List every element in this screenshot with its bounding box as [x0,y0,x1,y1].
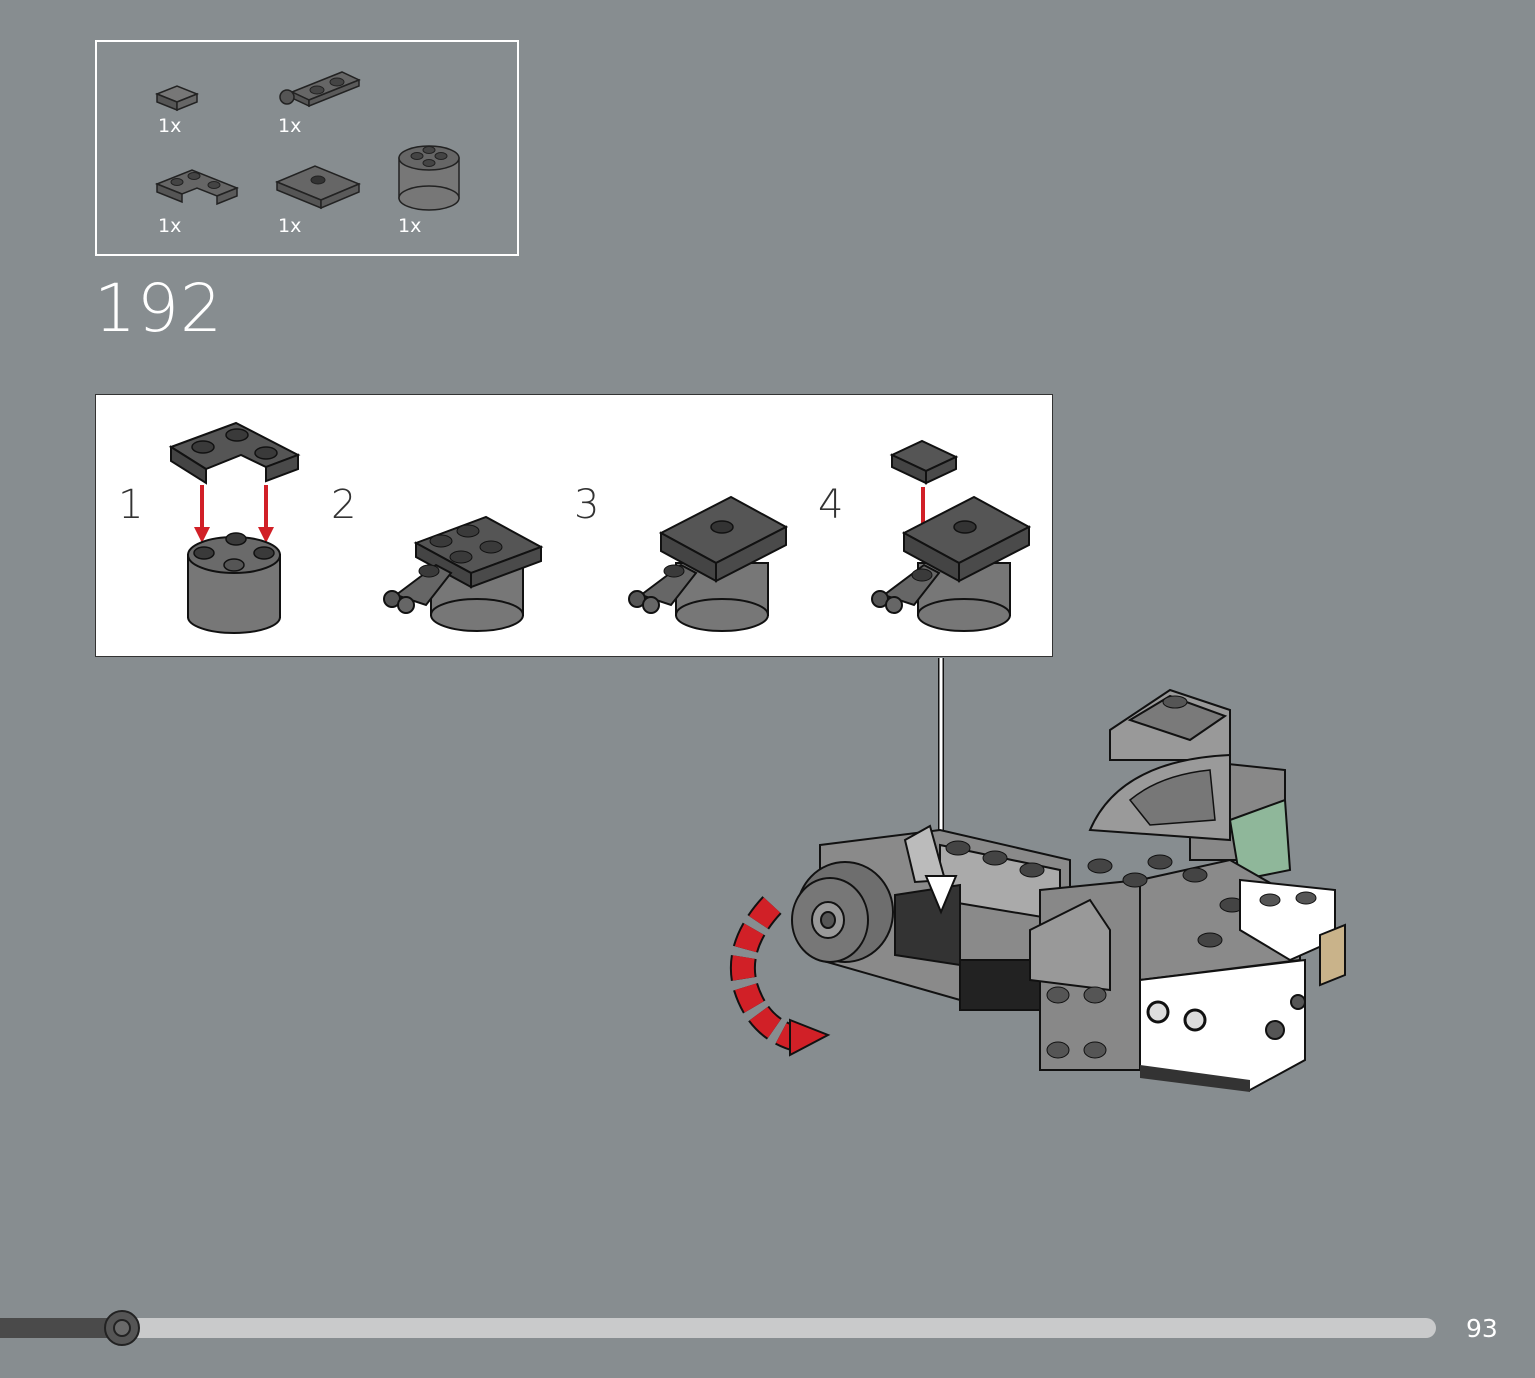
substep-label-3: 3 [574,482,600,528]
part-qty-corner-plate: 1x [158,215,182,237]
substep-4-illustration [871,439,1032,632]
part-jumper-plate-icon [275,165,361,210]
page-number: 93 [1466,1314,1498,1343]
substep-label-1: 1 [118,482,144,528]
part-tile-icon [154,85,200,112]
part-clip-plate-icon [279,71,361,108]
progress-knob [104,1310,140,1346]
substep-label-2: 2 [331,482,357,528]
main-model-illustration [729,658,1346,1092]
parts-list-images [154,71,460,211]
part-round-brick-icon [398,145,460,211]
substep-3-illustration [628,495,789,632]
substep-2-illustration [383,515,544,632]
progress-track [0,1318,1436,1338]
substeps-illustrations [168,421,1032,634]
step-number: 192 [94,270,223,347]
part-qty-round-brick: 1x [398,215,422,237]
substep-label-4: 4 [818,482,844,528]
part-qty-jumper-plate: 1x [278,215,302,237]
progress-completed [0,1318,122,1338]
part-corner-plate-icon [154,169,240,206]
substep-1-illustration [168,421,301,634]
model-assembly [791,688,1346,1092]
substeps-panel: 1 2 3 4 [95,394,1053,657]
rotation-arrow-icon [729,896,831,1057]
parts-list-box: 1x 1x 1x 1x 1x [95,40,519,256]
part-qty-clip-plate: 1x [278,115,302,137]
part-qty-tile: 1x [158,115,182,137]
